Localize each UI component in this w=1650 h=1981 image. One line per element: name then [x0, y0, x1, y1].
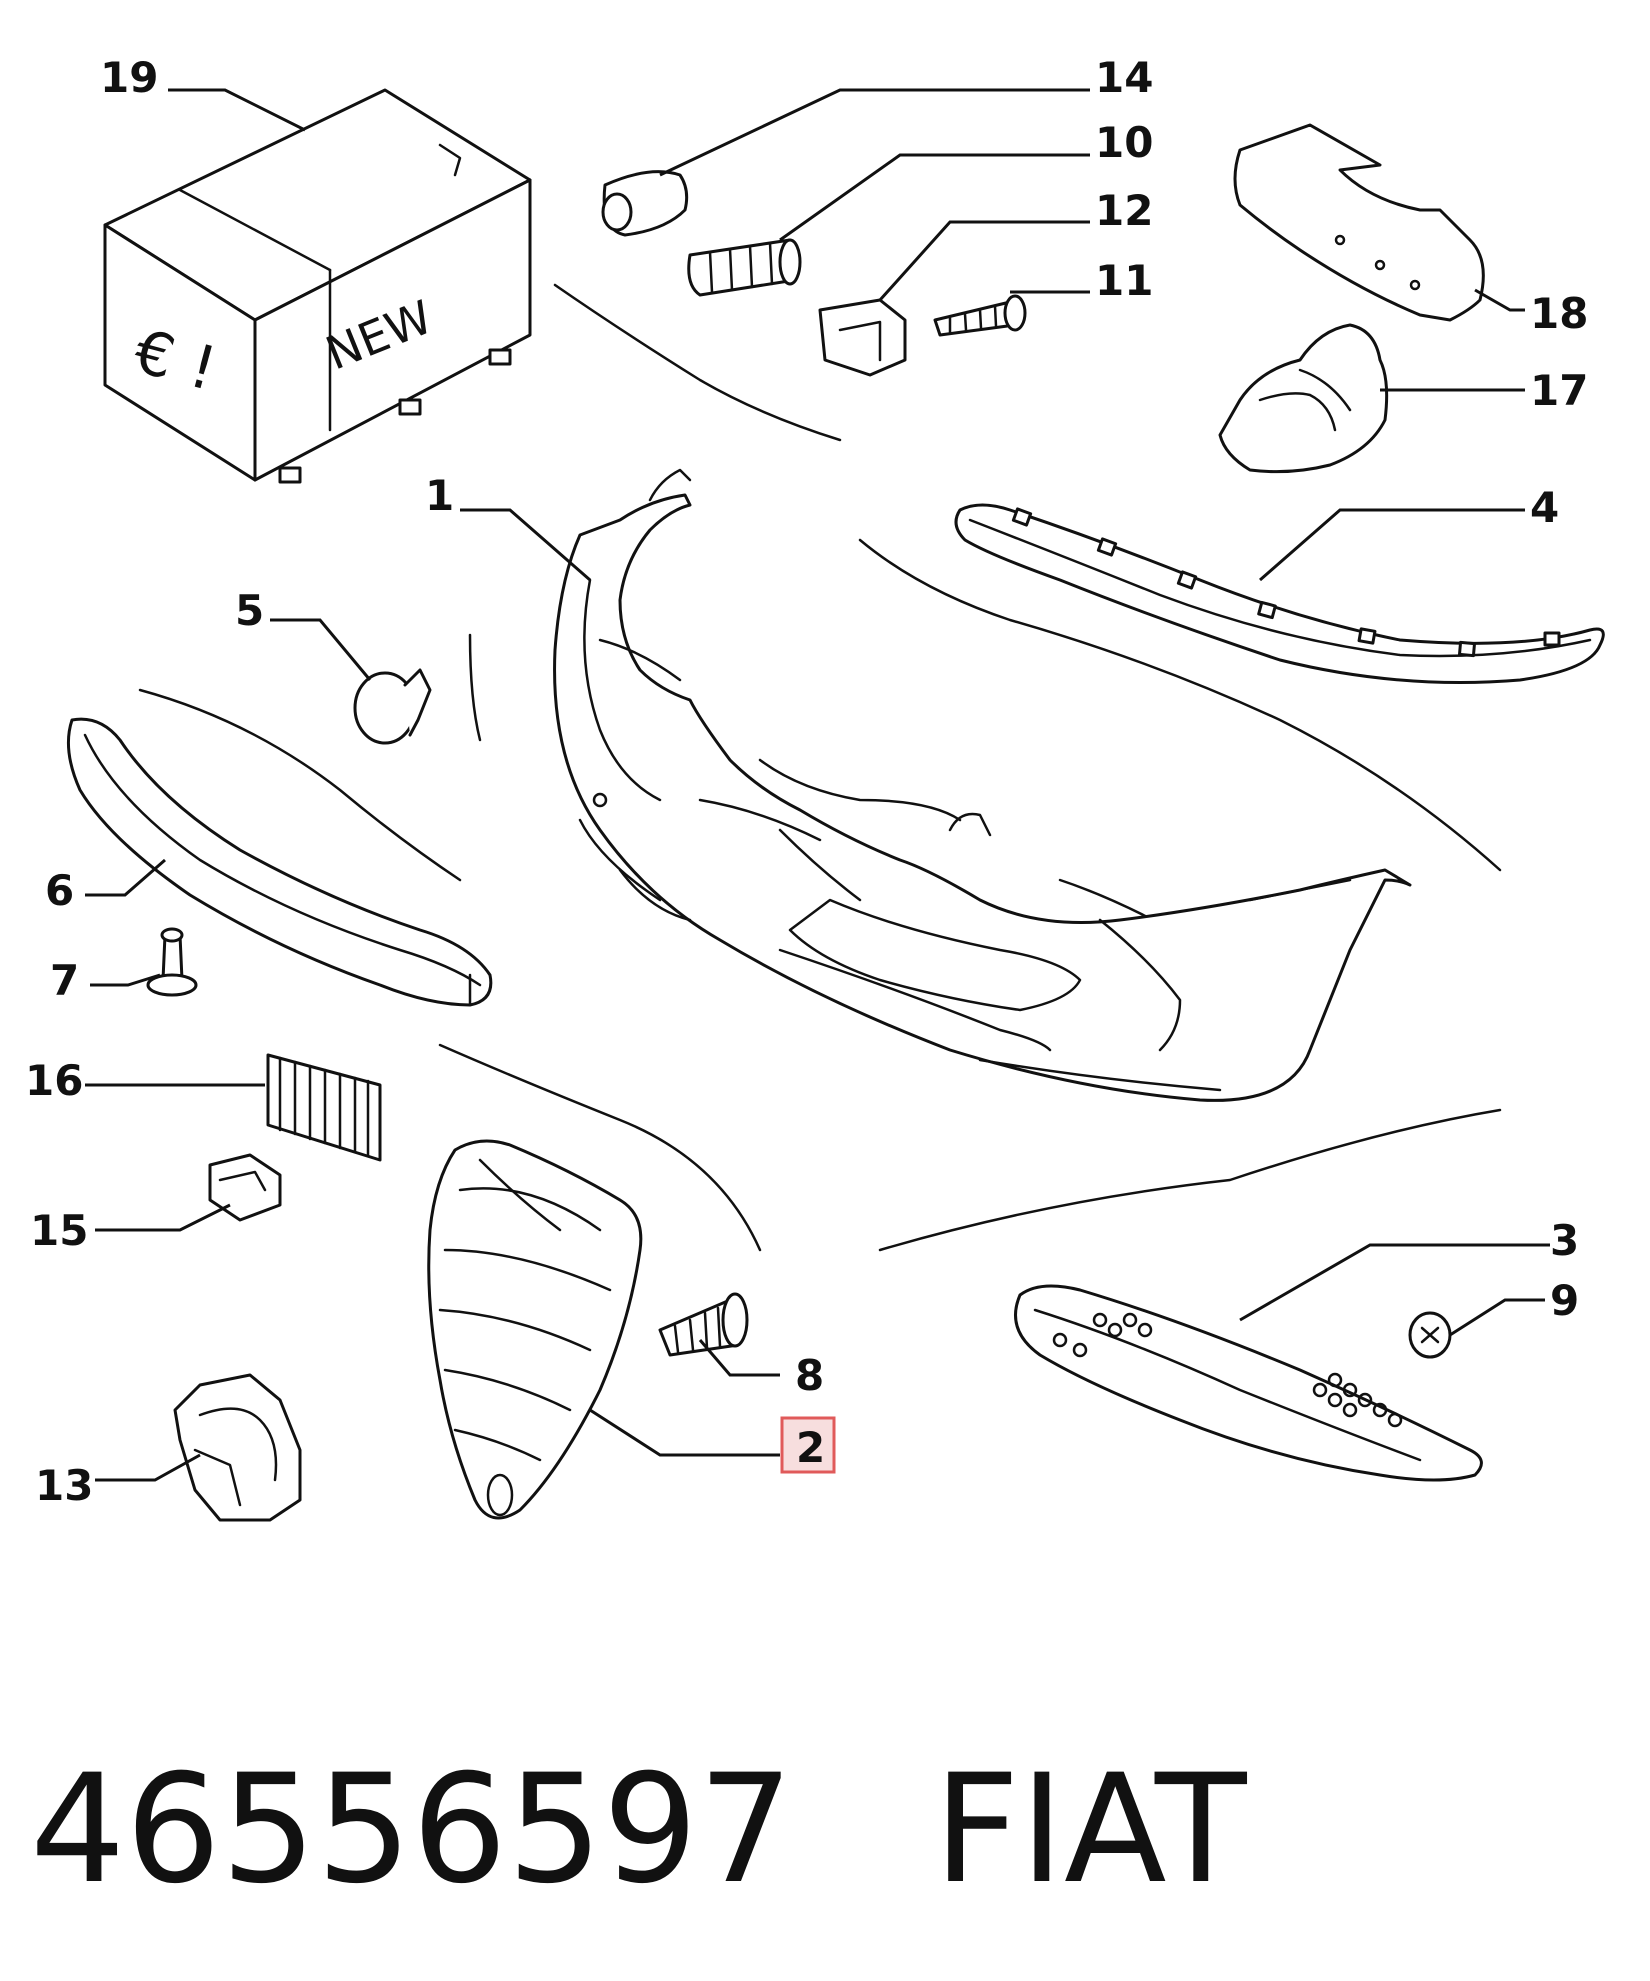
screw-part-8 — [658, 1292, 749, 1357]
callout-11: 11 — [1095, 256, 1153, 305]
callout-14: 14 — [1095, 53, 1153, 102]
insert-nut-part-14 — [601, 170, 689, 237]
mesh-pattern — [1052, 1312, 1403, 1428]
mount-bracket-part-13 — [173, 1373, 302, 1522]
highlight-box — [780, 1416, 836, 1474]
callout-1: 1 — [425, 471, 454, 520]
mount-bracket-part-17 — [1218, 323, 1389, 474]
part-number: 46556597 — [30, 1743, 794, 1917]
callout-16: 16 — [25, 1056, 83, 1105]
callout-13: 13 — [35, 1461, 93, 1510]
callout-4: 4 — [1530, 483, 1559, 532]
callout-19: 19 — [100, 53, 158, 102]
clip-part-12 — [818, 298, 907, 377]
callout-17: 17 — [1530, 366, 1588, 415]
brand-label: FIAT — [933, 1743, 1247, 1917]
self-tapping-screw-part-11 — [933, 294, 1027, 337]
lip-strip-part-6 — [66, 717, 493, 1007]
callout-labels: 19 14 10 12 11 18 17 4 1 5 6 7 16 15 3 9… — [25, 53, 1588, 1510]
callout-7: 7 — [50, 956, 79, 1005]
callout-6: 6 — [45, 866, 74, 915]
part-footer: 46556597 FIAT — [30, 1740, 1630, 1920]
screw-part-10 — [687, 238, 802, 297]
callout-15: 15 — [30, 1206, 88, 1255]
callout-2: 2 — [796, 1423, 825, 1472]
car-body-outline — [138, 283, 1502, 1252]
clip-part-9 — [1408, 1311, 1452, 1359]
callout-18: 18 — [1530, 289, 1588, 338]
front-bumper-part-1 — [553, 468, 1412, 1102]
push-pin-part-7 — [146, 927, 198, 997]
clip-strip-part-16 — [266, 1053, 382, 1162]
callout-8: 8 — [795, 1351, 824, 1400]
leader-lines — [85, 88, 1550, 1482]
bracket-part-18 — [1233, 123, 1485, 322]
callout-10: 10 — [1095, 118, 1153, 167]
mesh-grille-part-3 — [1014, 1284, 1483, 1482]
callout-3: 3 — [1550, 1216, 1579, 1265]
callout-12: 12 — [1095, 186, 1153, 235]
grille-part-2 — [427, 1139, 643, 1520]
trim-strip-part-4 — [954, 503, 1605, 684]
callout-9: 9 — [1550, 1276, 1579, 1325]
callout-5: 5 — [235, 586, 264, 635]
clip-part-15 — [208, 1153, 282, 1222]
parts-box-part-19: NEW € ! — [103, 88, 532, 484]
cap-plug-part-5 — [353, 668, 432, 745]
